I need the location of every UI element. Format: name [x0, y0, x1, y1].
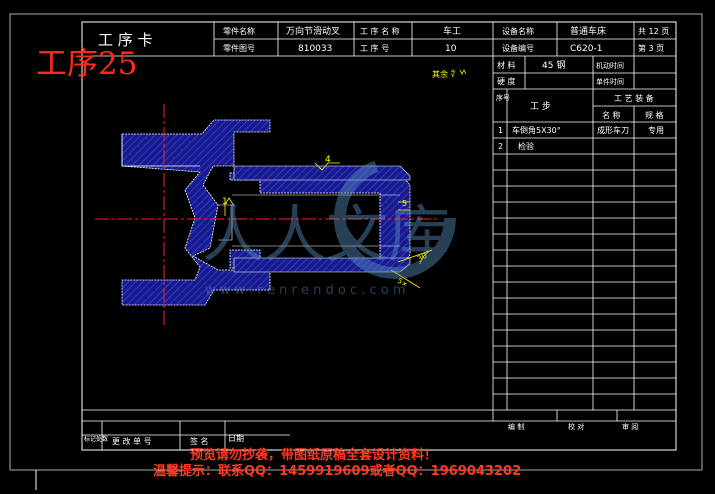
hardness-label: 硬 度	[497, 76, 516, 86]
step-1-tool: 成形车刀	[597, 125, 629, 135]
outer-frame	[9, 13, 703, 471]
equipment-label: 工 艺 装 备	[614, 93, 654, 103]
process-name: 车工	[443, 25, 461, 37]
card-title: 工 序 卡	[98, 31, 153, 49]
roughness-note: 其余 ∜	[432, 69, 457, 79]
drawing-no: 810033	[298, 44, 332, 54]
dimension-4: 4	[325, 155, 331, 165]
date-label: 日期	[228, 434, 244, 443]
drawing-no-label: 零件图号	[223, 43, 255, 53]
process-big-label: 工序25	[36, 46, 138, 82]
process-name-label: 工 序 名 称	[360, 26, 400, 36]
dimension-1: 1	[222, 197, 228, 207]
title-block	[82, 22, 676, 450]
notice-line-1: 预览请勿抄袭，带图纸原稿全套设计资料！	[190, 448, 438, 463]
step-2-no: 2	[498, 142, 503, 151]
step-1-text: 车倒角5X30°	[512, 125, 561, 135]
watermark-text: 人人文库	[202, 198, 450, 271]
dimension-5: 5	[402, 199, 407, 208]
title-block-text: 工 序 卡 零件名称 万向节滑动叉 工 序 名 称 车工 设备名称 普通车床 共…	[84, 25, 669, 446]
notice-line-2: 温馨提示：联系QQ：1459919609或者QQ：1969043202	[153, 464, 522, 479]
process-no-label: 工 序 号	[360, 43, 389, 53]
part-drawing	[121, 119, 411, 306]
watermark-url: w w w . r e n r e n d o c . c o m	[205, 283, 406, 298]
equip-no-label: 设备编号	[502, 43, 534, 53]
unit-time-label: 单件时间	[596, 77, 624, 86]
part-name-label: 零件名称	[223, 26, 255, 36]
review-label: 审 阅	[622, 422, 638, 431]
step-label: 工 步	[530, 101, 551, 112]
spec-label: 规 格	[645, 110, 664, 120]
page-no: 第 3 页	[638, 43, 664, 53]
step-1-no: 1	[498, 126, 503, 135]
compile-label: 编 制	[508, 422, 524, 431]
material: 45 钢	[542, 59, 565, 71]
machine-time-label: 机动时间	[596, 61, 624, 70]
dimension-marks	[223, 69, 467, 289]
part-name: 万向节滑动叉	[286, 25, 340, 37]
material-label: 材 料	[497, 60, 516, 70]
total-pages: 共 12 页	[638, 27, 669, 36]
equip-name-label: 设备名称	[502, 26, 534, 36]
watermark: 人人文库 w w w . r e n r e n d o c . c o m	[202, 157, 456, 298]
inner-frame	[81, 21, 677, 451]
step-2-text: 检验	[518, 141, 534, 151]
equip-no: C620-1	[570, 44, 602, 54]
change-doc-label: 更 改 单 号	[112, 436, 152, 446]
step-1-spec: 专用	[648, 125, 664, 135]
sign-label: 签 名	[190, 436, 209, 446]
name-label: 名 称	[602, 110, 621, 120]
process-no: 10	[445, 44, 457, 54]
check-label: 校 对	[568, 422, 584, 431]
center-lines	[95, 104, 440, 326]
equip-name: 普通车床	[570, 25, 606, 37]
mark-label: 标记处数	[84, 435, 108, 443]
no-label: 序号	[496, 93, 510, 102]
